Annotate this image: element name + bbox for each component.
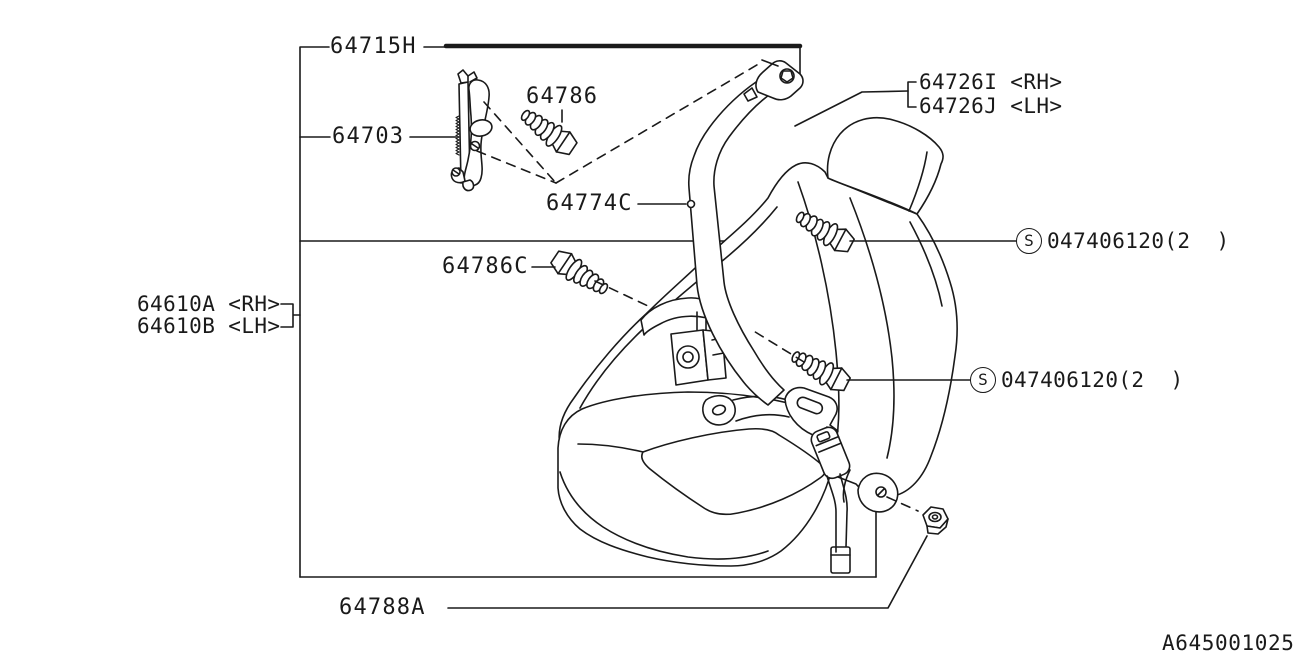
standard-part-s-icon: S	[970, 367, 996, 393]
label-bolt-lower: S 047406120(2 )	[970, 367, 1184, 393]
lap-belt-anchor	[702, 394, 790, 426]
label-64786c: 64786C	[442, 254, 529, 279]
reference-lines-back	[280, 43, 877, 578]
label-64726i-rh: 64726I <RH>	[919, 70, 1063, 94]
bracket-64726	[907, 81, 917, 108]
leader-64726	[794, 90, 909, 127]
label-64610a-rh: 64610A <RH>	[137, 292, 281, 316]
bracket-64610	[280, 303, 301, 328]
seat-assembly-art	[450, 59, 958, 574]
assembly-dashed-lines	[476, 61, 919, 512]
label-64726j-lh: 64726J <LH>	[919, 94, 1063, 118]
label-64788a: 64788A	[339, 595, 426, 620]
label-64715h: 64715H	[330, 34, 417, 59]
height-adjuster-64703	[450, 69, 493, 192]
part-number-lower: 047406120(2 )	[1001, 367, 1184, 392]
nut-64788a-icon	[922, 506, 949, 535]
label-bolt-upper: S 047406120(2 )	[1016, 228, 1230, 254]
bolt-64786c-icon	[547, 246, 613, 302]
leader-64788a	[447, 535, 928, 609]
seat-belt-buckle	[810, 426, 851, 574]
rear-mount-stud	[842, 469, 899, 513]
label-64786: 64786	[526, 84, 599, 109]
headrest	[826, 116, 944, 215]
label-64610b-lh: 64610B <LH>	[137, 314, 281, 338]
label-64703: 64703	[332, 124, 405, 149]
seat-belt-webbing	[687, 77, 785, 406]
standard-part-s-icon: S	[1016, 228, 1042, 254]
left-bracket-line	[299, 46, 330, 578]
leader-lines-front	[447, 81, 1017, 609]
bolt-64786-icon	[514, 103, 581, 160]
part-number-upper: 047406120(2 )	[1047, 228, 1230, 253]
drawing-number: A645001025	[1162, 631, 1295, 653]
label-64774c: 64774C	[546, 191, 633, 216]
belt-top-anchor	[743, 59, 804, 102]
